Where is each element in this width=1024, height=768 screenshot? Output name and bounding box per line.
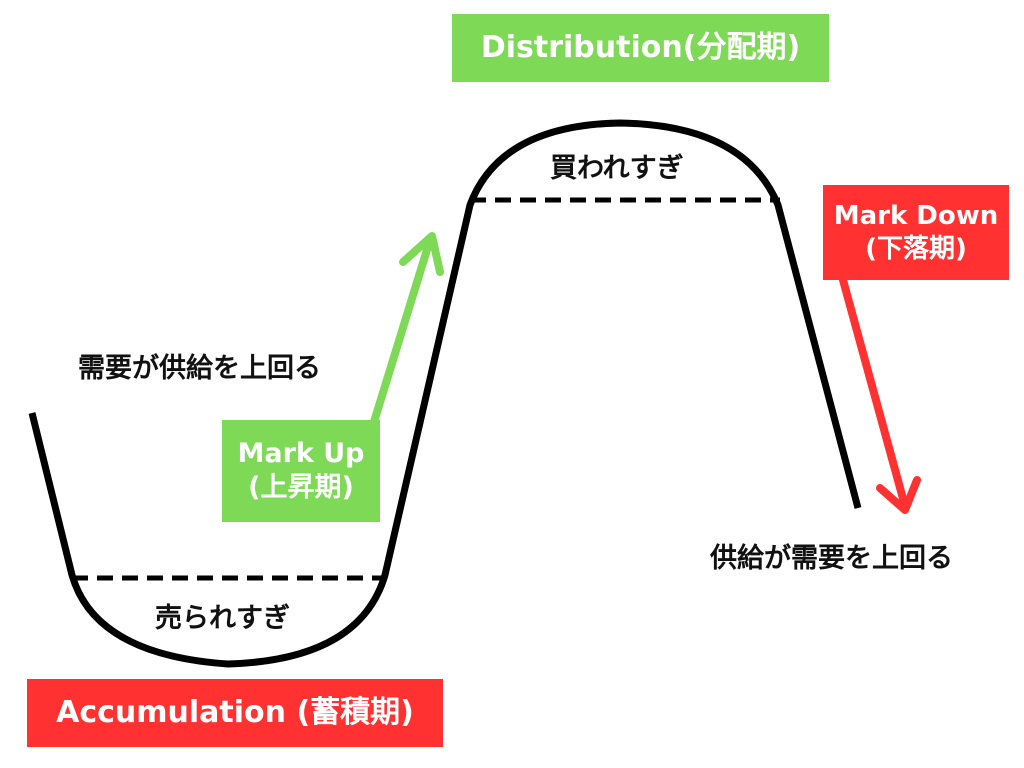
overbought-text: 買われすぎ xyxy=(550,153,684,184)
accumulation-text: Accumulation (蓄積期) xyxy=(56,695,414,731)
distribution-label: Distribution(分配期) xyxy=(452,14,829,82)
markdown-subtext: (下落期) xyxy=(865,233,967,264)
markup-text: Mark Up xyxy=(237,438,365,470)
oversold-text: 売られすぎ xyxy=(155,603,290,634)
distribution-text: Distribution(分配期) xyxy=(480,30,801,66)
markup-subtext: (上昇期) xyxy=(248,472,354,503)
price-cycle-curve xyxy=(28,119,862,668)
markdown-arrow-icon xyxy=(839,276,921,514)
demand-exceeds-supply-text: 需要が供給を上回る xyxy=(78,353,321,384)
markup-arrow-icon xyxy=(369,232,444,429)
markdown-label: Mark Down (下落期) xyxy=(823,185,1009,280)
markup-label: Mark Up (上昇期) xyxy=(222,420,380,522)
markdown-text: Mark Down xyxy=(833,201,999,231)
accumulation-label: Accumulation (蓄積期) xyxy=(27,679,443,747)
supply-exceeds-demand-text: 供給が需要を上回る xyxy=(710,543,953,574)
